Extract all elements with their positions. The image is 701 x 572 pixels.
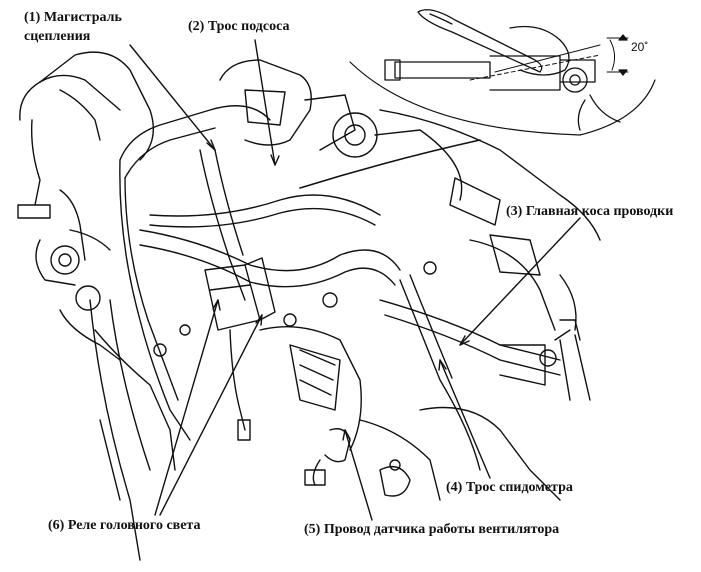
leader-choke-cable bbox=[254, 39, 276, 166]
leader-clutch-line bbox=[129, 44, 216, 151]
leader-fan-sensor-wire bbox=[344, 429, 373, 521]
label-fan-sensor-wire: (5) Провод датчика работы вентилятора bbox=[304, 522, 560, 537]
label-clutch-line-1: (1) Магистраль bbox=[24, 10, 122, 25]
label-clutch-line-2: сцепления bbox=[24, 29, 91, 44]
label-speedometer-cable: (4) Трос спидометра bbox=[446, 480, 573, 495]
leader-speedometer-cable bbox=[439, 359, 491, 479]
label-headlight-relay: (6) Реле головного света bbox=[48, 518, 201, 533]
leader-headlight-relay-b bbox=[159, 314, 263, 516]
label-choke-cable: (2) Трос подсоса bbox=[188, 19, 290, 34]
engine-body bbox=[17, 51, 601, 561]
label-main-harness: (3) Главная коса проводки bbox=[506, 204, 674, 219]
lever-inset bbox=[349, 9, 656, 136]
angle-label: 20˚ bbox=[631, 40, 649, 54]
leader-main-harness bbox=[459, 217, 581, 346]
leader-headlight-relay-a bbox=[154, 299, 219, 516]
leader-lines bbox=[129, 39, 581, 521]
